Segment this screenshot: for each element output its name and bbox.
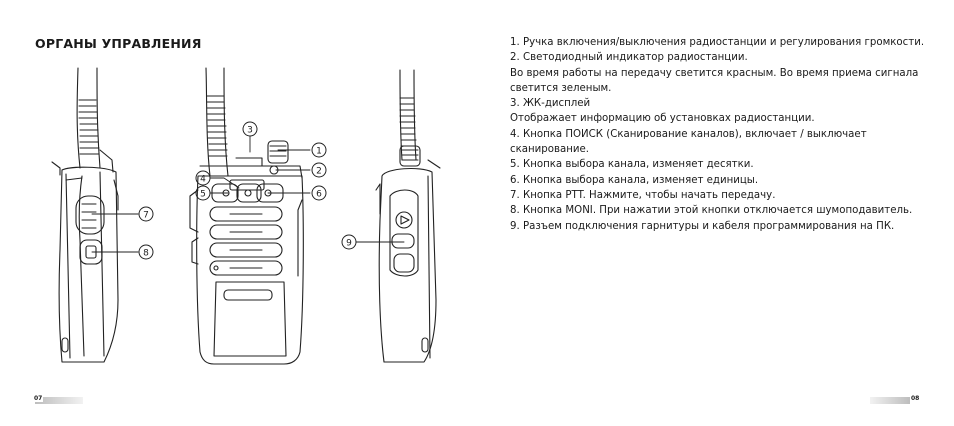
callout-2: 2 (316, 167, 322, 177)
list-item: сканирование. (510, 144, 590, 156)
list-item: 6. Кнопка выбора канала, изменяет единиц… (510, 174, 759, 186)
callout-leaders (91, 135, 405, 253)
list-item: светится зеленым. (510, 82, 612, 94)
controls-list: 1. Ручка включения/выключения радиостанц… (510, 35, 930, 234)
list-item: Отображает информацию об установках ради… (510, 113, 815, 125)
page-number-left: 07 (33, 395, 44, 402)
left-side-view (51, 67, 119, 363)
page-number-right: 08 (910, 395, 921, 402)
list-item: Во время работы на передачу светится кра… (510, 67, 919, 79)
right-side-view (375, 69, 441, 363)
page-title: ОРГАНЫ УПРАВЛЕНИЯ (35, 36, 202, 51)
footer-bar-right (870, 397, 910, 404)
callout-7: 7 (143, 211, 149, 221)
footer-bar-left (35, 397, 83, 404)
front-view (189, 67, 304, 365)
list-item: 5. Кнопка выбора канала, изменяет десятк… (510, 159, 754, 171)
list-item: 4. Кнопка ПОИСК (Сканирование каналов), … (510, 128, 867, 140)
list-item: 1. Ручка включения/выключения радиостанц… (510, 37, 925, 48)
callout-6: 6 (316, 190, 322, 200)
list-item: 2. Светодиодный индикатор радиостанции. (510, 52, 748, 64)
callout-1: 1 (316, 147, 322, 157)
list-item: 9. Разъем подключения гарнитуры и кабеля… (510, 220, 895, 232)
list-item: 7. Кнопка PTT. Нажмите, чтобы начать пер… (510, 189, 776, 201)
callout-markers (138, 121, 357, 260)
list-item: 8. Кнопка MONI. При нажатии этой кнопки … (510, 205, 913, 217)
callout-9: 9 (346, 239, 352, 249)
callout-5: 5 (200, 190, 206, 200)
callout-4: 4 (200, 175, 206, 185)
callout-8: 8 (143, 249, 149, 259)
callout-3: 3 (247, 126, 253, 136)
list-item: 3. ЖК-дисплей (510, 98, 591, 110)
